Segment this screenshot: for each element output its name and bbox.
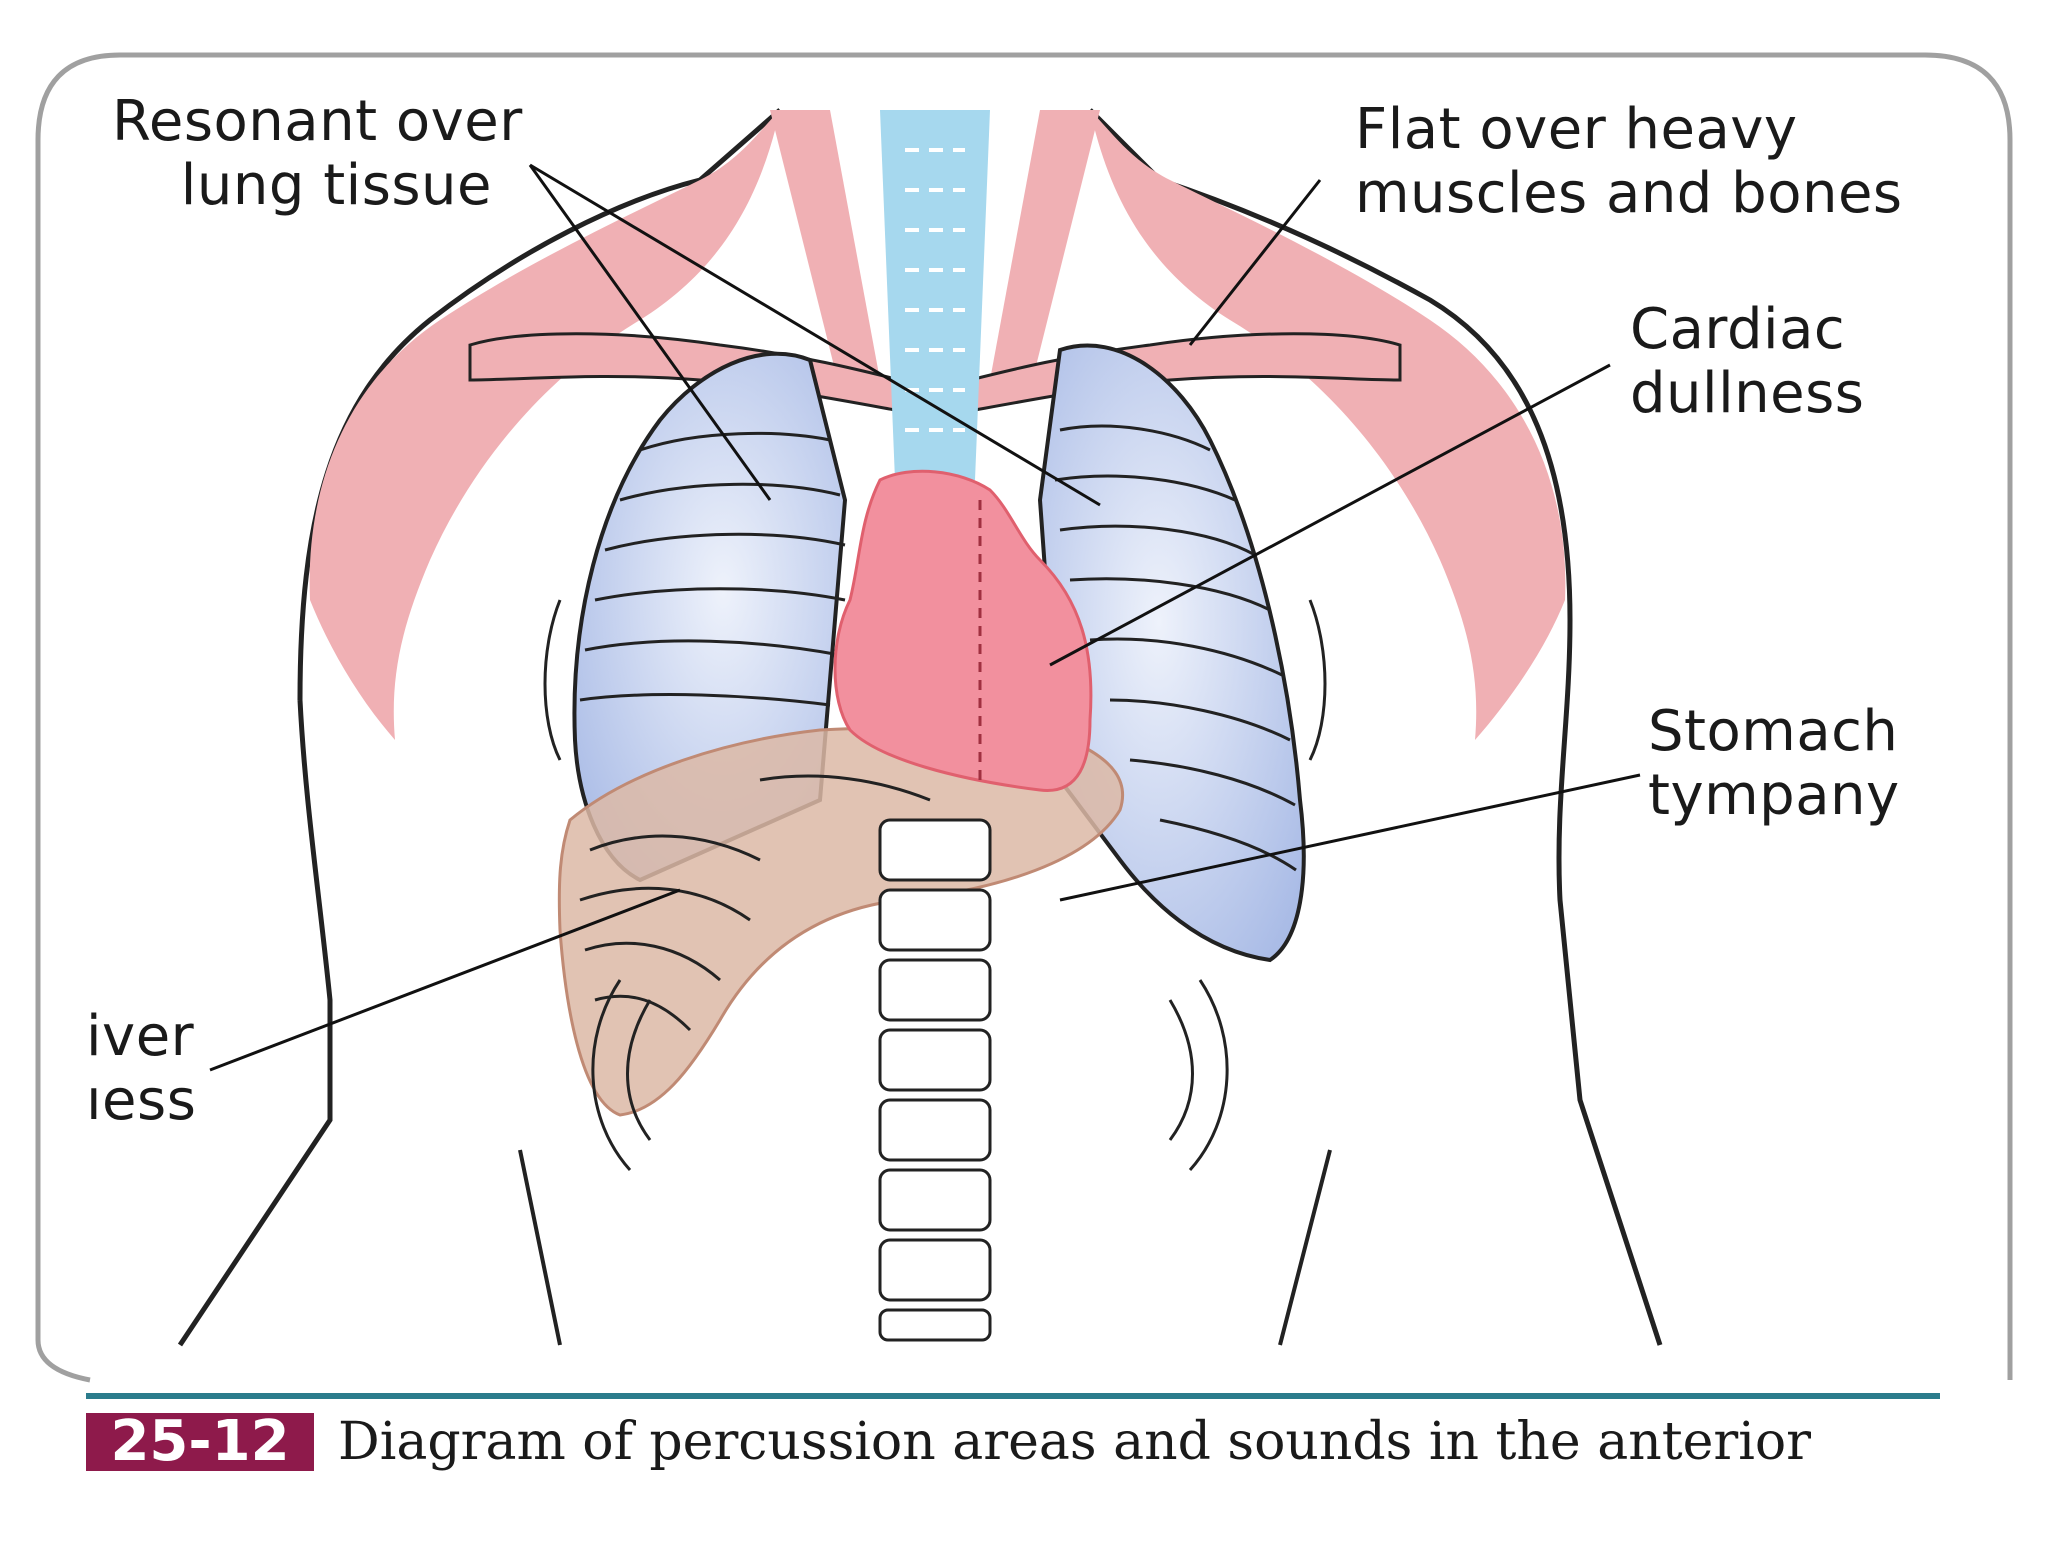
figure-number-badge: 25-12 — [86, 1413, 314, 1471]
right-shoulder-muscle — [1090, 110, 1566, 740]
label-cardiac-dullness: Cardiac dullness — [1630, 297, 1865, 426]
spine — [878, 818, 992, 1342]
label-resonant-lung: Resonant over lung tissue — [112, 89, 523, 218]
figure-caption: Diagram of percussion areas and sounds i… — [338, 1412, 1812, 1472]
trachea — [880, 110, 990, 480]
heart-cardiac-area — [833, 469, 1093, 792]
label-flat-muscles-bones: Flat over heavy muscles and bones — [1355, 97, 1903, 226]
label-stomach-tympany: Stomach tympany — [1648, 699, 1900, 828]
label-liver-dullness: iver ıess — [86, 1004, 197, 1133]
left-shoulder-muscle — [309, 110, 780, 740]
leader-lines — [209, 163, 1641, 1072]
slide-frame — [35, 52, 2013, 1383]
torso-outline — [297, 108, 1663, 1346]
